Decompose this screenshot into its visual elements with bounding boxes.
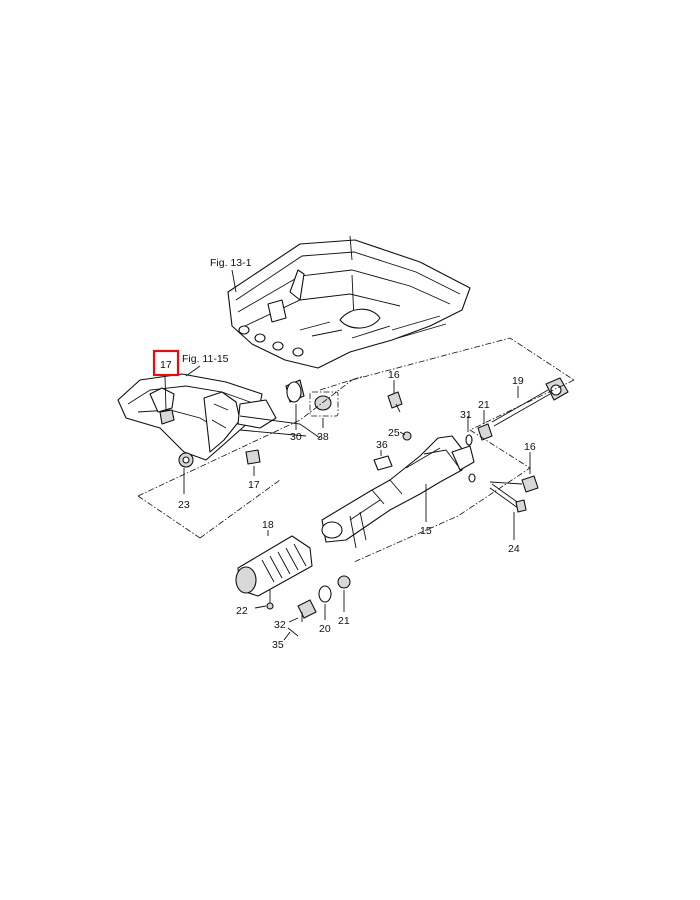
part-16-bolt-top	[387, 391, 403, 413]
figure-ref-11-15: Fig. 11-15	[182, 353, 229, 365]
part-19-throttle-shaft	[491, 377, 569, 427]
assembly-outline	[137, 337, 575, 563]
leader-lines	[164, 375, 531, 641]
part-17-bolt	[159, 409, 261, 465]
callout-labels: 17 16 19 21 31 25 36 16 30 38 17 23 15 2…	[160, 359, 536, 651]
callout-22: 22	[236, 605, 248, 617]
part-20-bushing	[318, 585, 332, 616]
callout-24: 24	[508, 543, 520, 555]
lower-cowling: Fig. 13-1	[210, 235, 471, 369]
part-32	[297, 599, 317, 622]
mount-bracket: Fig. 11-15	[117, 353, 321, 461]
callout-38: 38	[317, 431, 329, 443]
callout-23: 23	[178, 499, 190, 511]
callout-20: 20	[319, 623, 331, 635]
highlight-box	[152, 349, 180, 377]
callout-16-top: 16	[388, 369, 400, 381]
part-25	[402, 431, 412, 441]
part-21-collar-bottom	[337, 575, 351, 608]
part-35	[287, 627, 299, 637]
part-31-washer	[465, 434, 473, 446]
part-21-collar-top	[477, 423, 493, 441]
callout-17-bottom: 17	[248, 479, 260, 491]
part-38	[309, 391, 339, 417]
part-18-grip	[235, 535, 313, 597]
part-23-nut	[178, 452, 194, 468]
figure-ref-13-1: Fig. 13-1	[210, 257, 252, 269]
part-22-screw	[266, 590, 274, 610]
callout-25: 25	[388, 427, 400, 439]
tiller-arm	[321, 435, 475, 549]
callout-17-highlighted: 17	[160, 359, 172, 371]
part-24-long-bolt	[468, 473, 527, 513]
callout-31: 31	[460, 409, 472, 421]
callout-21-bottom: 21	[338, 615, 350, 627]
part-16-bolt-right	[489, 475, 539, 493]
callout-32: 32	[274, 619, 286, 631]
callout-18: 18	[262, 519, 274, 531]
callout-19: 19	[512, 375, 524, 387]
part-36	[373, 455, 393, 471]
callout-16-right: 16	[524, 441, 536, 453]
callout-36: 36	[376, 439, 388, 451]
callout-15: 15	[420, 525, 432, 537]
callout-35: 35	[272, 639, 284, 651]
callout-30: 30	[290, 431, 302, 443]
callout-21-top: 21	[478, 399, 490, 411]
part-30	[285, 379, 305, 428]
